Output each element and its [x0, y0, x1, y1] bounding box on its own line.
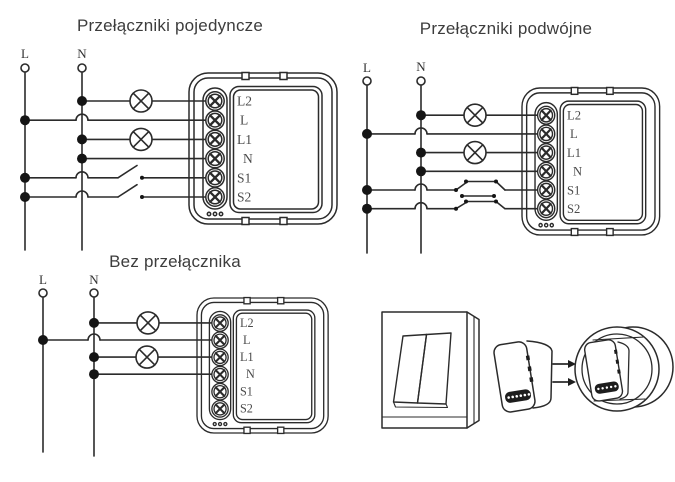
diagram-title-single: Przełączniki pojedyncze: [77, 16, 263, 35]
transfer-arrows: [552, 360, 576, 386]
wires: [366, 114, 539, 210]
diagram-no-switch: Bez przełącznika L N L2 L: [38, 252, 328, 457]
bus-lines: L N: [38, 272, 99, 457]
terminal-label-s1: S1: [240, 384, 253, 398]
two-way-switch-block: [454, 179, 506, 211]
lamp-icon: [136, 311, 160, 335]
junction-box-illustration: [574, 326, 674, 412]
diagram-title-double: Przełączniki podwójne: [420, 19, 592, 38]
terminal-label-s2: S2: [567, 202, 580, 216]
lamp-icon: [463, 103, 487, 127]
terminal-label-s2: S2: [240, 401, 253, 415]
diagram-single-switches: Przełączniki pojedyncze L N: [20, 16, 337, 251]
terminal-label-l2: L2: [567, 109, 581, 123]
terminal-label-l1: L1: [240, 350, 254, 364]
terminal-label-l: L: [570, 127, 578, 141]
relay-module: [189, 73, 337, 225]
lamp-icon: [129, 127, 153, 152]
terminal-labels: L2 L L1 N S1 S2: [237, 94, 253, 205]
junction-dots: [38, 317, 99, 380]
terminal-label-l: L: [240, 113, 248, 128]
junction-dots: [20, 96, 87, 202]
wall-switch-illustration: [381, 311, 480, 429]
relay-module: [197, 298, 328, 434]
terminal-label-n: N: [246, 367, 255, 381]
terminal-labels: L2 L L1 N S1 S2: [240, 316, 255, 415]
neutral-bus-label: N: [77, 46, 87, 61]
terminal-label-n: N: [243, 151, 253, 166]
relay-module: [522, 88, 660, 236]
live-bus-label: L: [21, 46, 29, 61]
terminal-label-s2: S2: [237, 190, 251, 205]
neutral-bus-label: N: [416, 59, 426, 74]
junction-dots: [362, 110, 426, 214]
wires: [24, 100, 207, 198]
terminal-label-s1: S1: [237, 170, 251, 185]
switch-symbol-1: [117, 164, 144, 180]
switch-symbol-2: [117, 183, 144, 199]
lamp-icon: [135, 345, 159, 369]
terminal-label-l: L: [243, 333, 250, 347]
terminal-label-l2: L2: [237, 94, 252, 109]
terminal-labels: L2 L L1 N S1 S2: [567, 109, 582, 217]
terminal-label-n: N: [573, 165, 582, 179]
bus-lines: L N: [20, 46, 87, 251]
installation-illustration: [381, 311, 674, 429]
neutral-bus-label: N: [89, 272, 99, 287]
terminal-label-l2: L2: [240, 316, 254, 330]
diagram-title-none: Bez przełącznika: [109, 252, 241, 271]
relay-module-3d-illustration: [493, 340, 553, 413]
diagram-double-switches: Przełączniki podwójne L N: [362, 19, 660, 254]
bus-lines: L N: [362, 59, 426, 254]
lamp-icon: [463, 140, 487, 165]
lamp-icon: [129, 89, 153, 113]
live-bus-label: L: [39, 272, 47, 287]
terminal-label-l1: L1: [237, 132, 252, 147]
terminal-label-l1: L1: [567, 146, 581, 160]
live-bus-label: L: [363, 60, 371, 75]
wires: [42, 322, 213, 376]
terminal-label-s1: S1: [567, 183, 580, 197]
